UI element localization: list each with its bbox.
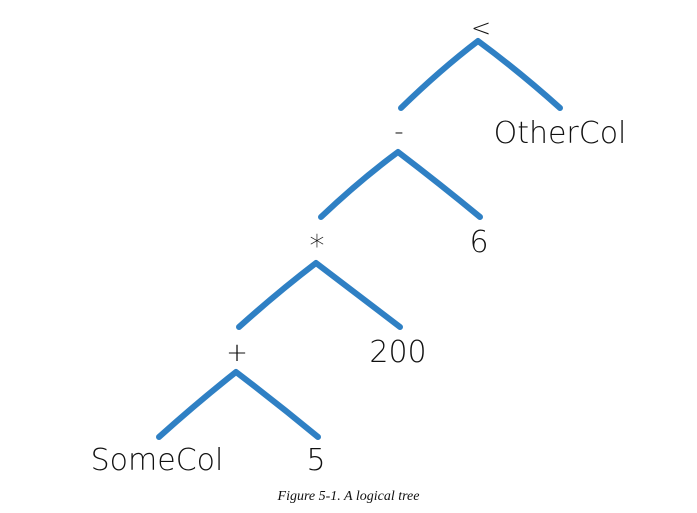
branch-group	[156, 38, 563, 440]
operator-minus: -	[394, 117, 403, 147]
branch-level-4	[156, 369, 321, 440]
leaf-five: 5	[306, 443, 325, 478]
leaf-othercol: OtherCol	[494, 116, 627, 151]
leaf-somecol: SomeCol	[91, 443, 224, 478]
leaf-two-hundred: 200	[369, 335, 426, 370]
branch-level-2	[318, 149, 483, 220]
operator-plus: +	[226, 338, 248, 368]
operator-multiply: *	[310, 229, 325, 264]
leaf-six: 6	[469, 225, 488, 260]
operator-less-than: <	[471, 14, 491, 42]
figure-caption: Figure 5-1. A logical tree	[277, 489, 420, 504]
branch-level-3	[236, 260, 403, 330]
branch-level-1	[398, 38, 563, 111]
